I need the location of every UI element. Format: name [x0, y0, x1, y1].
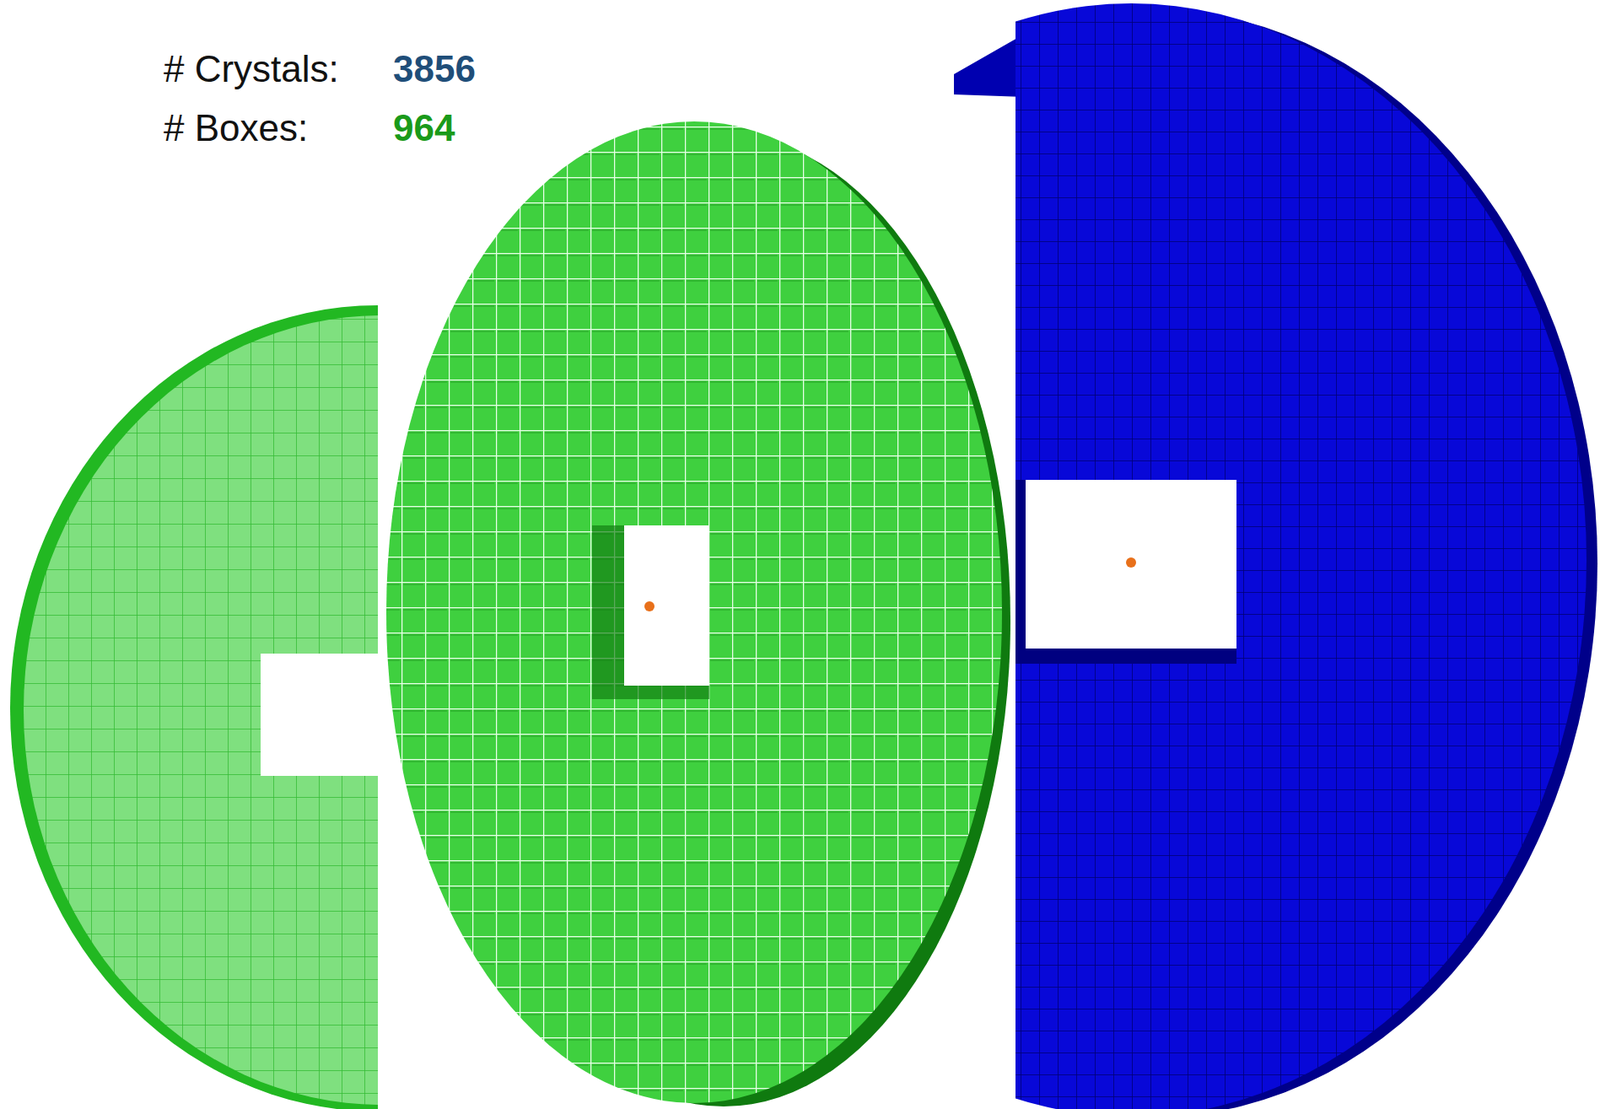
box-count: 964: [393, 107, 455, 149]
side-view: [10, 305, 378, 1109]
count-label: # Crystals:: [163, 48, 340, 90]
crystal-count: 3856: [393, 48, 476, 90]
count-label: # Boxes:: [163, 107, 308, 149]
green-disc: [386, 121, 1011, 1107]
blue-disc: [675, 3, 1598, 1109]
